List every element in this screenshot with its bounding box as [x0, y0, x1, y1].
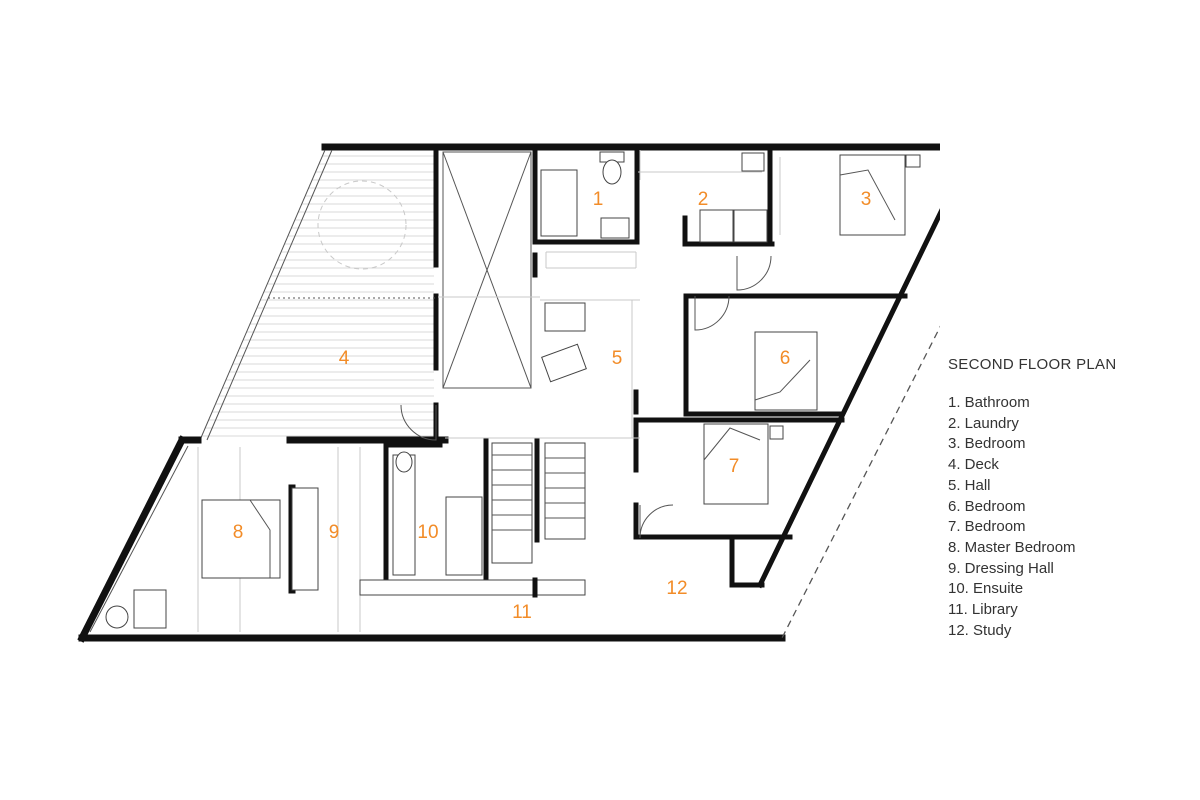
deck-circle — [317, 180, 407, 270]
floor-plan-drawing: 1 2 3 4 5 6 7 8 9 10 11 12 — [77, 143, 940, 643]
room-number-1: 1 — [593, 189, 604, 210]
room-number-9: 9 — [329, 522, 340, 543]
room-number-3: 3 — [861, 189, 872, 210]
legend-item: 5. Hall — [948, 476, 991, 494]
room-number-10: 10 — [417, 522, 438, 543]
room-number-4: 4 — [339, 348, 350, 369]
room-number-8: 8 — [233, 522, 244, 543]
room-number-2: 2 — [698, 189, 709, 210]
legend-item: 2. Laundry — [948, 414, 1019, 432]
legend-item: 11. Library — [948, 601, 1018, 619]
room-number-12: 12 — [666, 578, 687, 599]
legend-title: SECOND FLOOR PLAN — [948, 356, 1117, 373]
legend-item: 10. Ensuite — [948, 580, 1024, 598]
deck-boards — [200, 150, 434, 440]
legend-item: 3. Bedroom — [948, 435, 1026, 453]
legend-list: 1. Bathroom 2. Laundry 3. Bedroom 4. Dec… — [948, 393, 1116, 641]
room-number-11: 11 — [512, 602, 532, 623]
room-number-6: 6 — [780, 348, 791, 369]
room-numbers: 1 2 3 4 5 6 7 8 9 10 11 12 — [233, 189, 872, 623]
legend-item: 9. Dressing Hall — [948, 559, 1054, 577]
legend-item: 1. Bathroom — [948, 394, 1030, 411]
legend-item: 8. Master Bedroom — [948, 538, 1076, 556]
room-number-7: 7 — [729, 456, 740, 477]
doors — [400, 255, 772, 539]
legend-item: 4. Deck — [948, 456, 999, 474]
room-number-5: 5 — [612, 348, 623, 369]
legend-item: 12. Study — [948, 621, 1012, 639]
fixtures — [105, 151, 921, 629]
legend-item: 7. Bedroom — [948, 518, 1026, 536]
exterior-walls — [77, 143, 940, 643]
legend-item: 6. Bedroom — [948, 497, 1026, 515]
plan-legend: SECOND FLOOR PLAN 1. Bathroom 2. Laundry… — [948, 356, 1116, 641]
